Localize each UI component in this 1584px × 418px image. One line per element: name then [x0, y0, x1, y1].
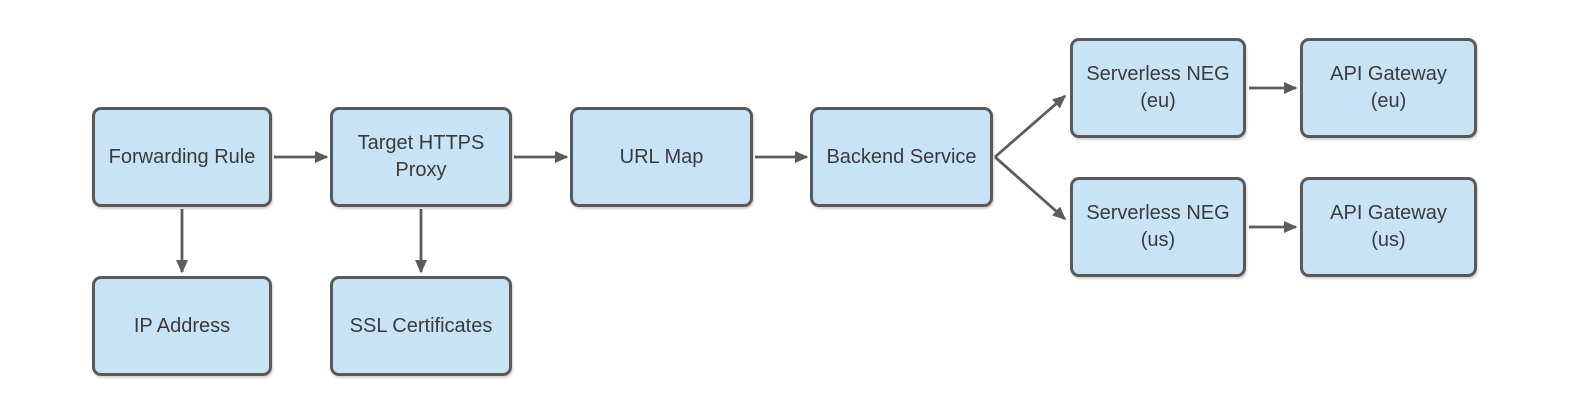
node-forwarding-rule[interactable]: Forwarding Rule — [92, 107, 272, 207]
node-ssl-certificates[interactable]: SSL Certificates — [330, 276, 512, 376]
node-backend-service[interactable]: Backend Service — [810, 107, 993, 207]
node-api-gateway-us[interactable]: API Gateway (us) — [1300, 177, 1477, 277]
node-serverless-neg-eu[interactable]: Serverless NEG (eu) — [1070, 38, 1246, 138]
node-ip-address[interactable]: IP Address — [92, 276, 272, 376]
edge-backend-service-to-serverless-neg-us[interactable] — [994, 155, 1067, 221]
node-url-map[interactable]: URL Map — [570, 107, 753, 207]
edge-backend-service-to-serverless-neg-eu[interactable] — [994, 94, 1067, 159]
node-api-gateway-eu[interactable]: API Gateway (eu) — [1300, 38, 1477, 138]
node-target-https-proxy[interactable]: Target HTTPS Proxy — [330, 107, 512, 207]
node-serverless-neg-us[interactable]: Serverless NEG (us) — [1070, 177, 1246, 277]
